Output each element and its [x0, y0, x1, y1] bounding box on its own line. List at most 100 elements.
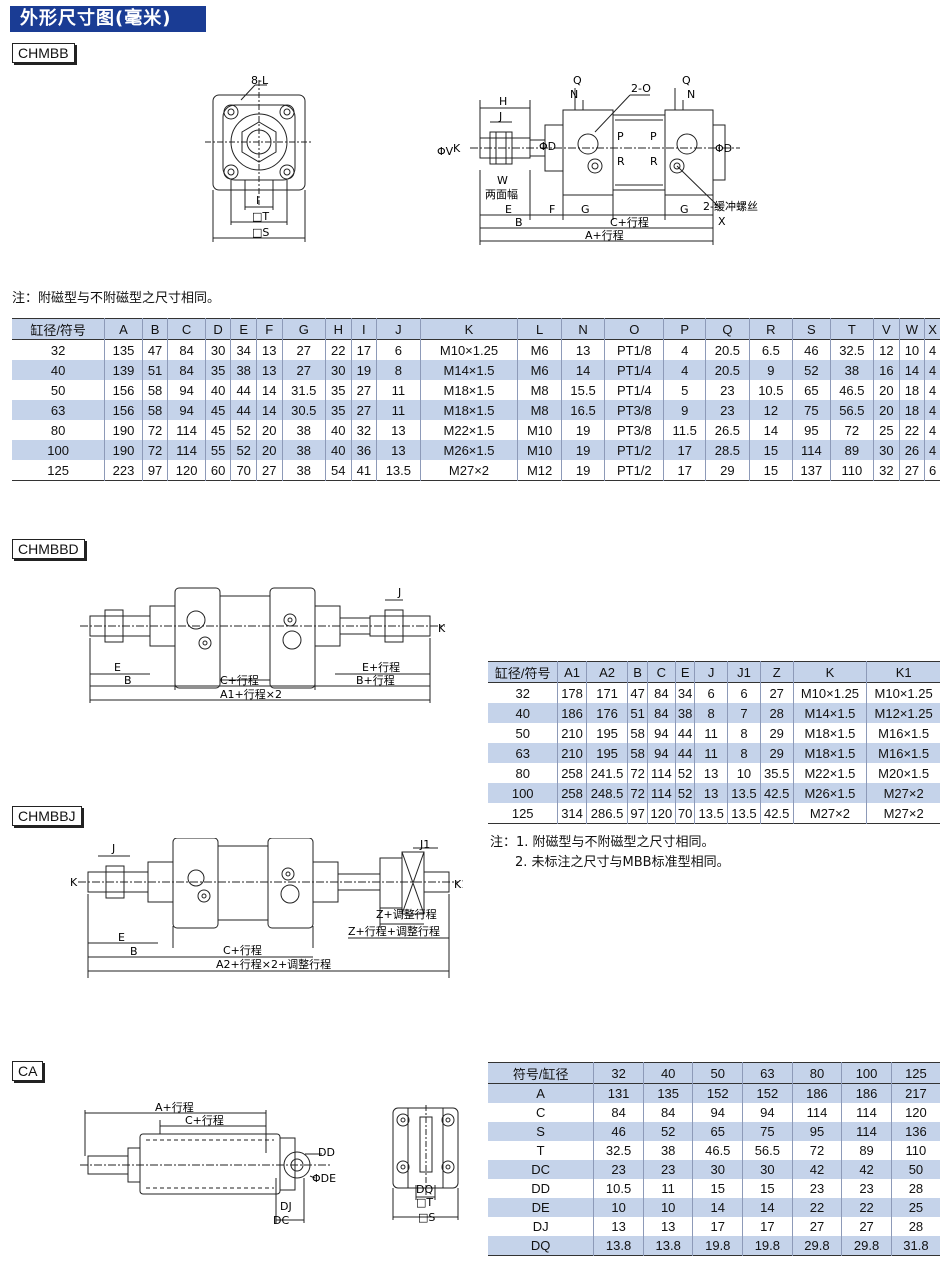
table-cell: 120: [167, 460, 206, 481]
table-cell: M14×1.5: [792, 703, 867, 723]
table-cell: DJ: [532, 1219, 549, 1234]
table-cell: PT1/4: [604, 360, 664, 380]
label-r1: R: [617, 155, 625, 168]
table-cell: 11: [376, 380, 421, 400]
table-cell: 32.5: [593, 1141, 644, 1160]
label-n2: N: [687, 88, 695, 101]
table-cell: 32: [350, 420, 377, 440]
section1-note: 注：附磁型与不附磁型之尺寸相同。: [12, 291, 221, 306]
column-header: 40: [642, 1062, 693, 1084]
column-header: 80: [791, 1062, 842, 1084]
table-cell: M12×1.25: [866, 703, 940, 723]
table-cell: 27: [281, 360, 326, 380]
section-label-ca: CA: [12, 1061, 44, 1081]
table-cell: 10: [642, 1198, 693, 1217]
table-cell: 8: [727, 723, 761, 743]
label-k: K: [70, 876, 78, 889]
table-cell: 40: [204, 380, 231, 400]
table-cell: 19.8: [742, 1236, 793, 1256]
table-cell: 19: [560, 420, 605, 440]
column-header: K1: [866, 661, 940, 683]
column-header: 100: [841, 1062, 892, 1084]
table-cell: 190: [104, 440, 143, 460]
table-cell: 27: [350, 400, 377, 420]
table-cell: 31.5: [281, 380, 326, 400]
column-header: B: [627, 661, 648, 683]
label-cushion: 2-缓冲螺丝: [703, 199, 758, 213]
table-cell: 46.5: [692, 1141, 743, 1160]
table-cell: 89: [841, 1141, 892, 1160]
table-cell: 94: [167, 400, 206, 420]
table-cell: 22: [898, 420, 925, 440]
section-label-chmbbj: CHMBBJ: [12, 806, 82, 826]
table-cell: 65: [792, 380, 831, 400]
table-cell: 30: [873, 440, 900, 460]
table-cell: 137: [792, 460, 831, 481]
table-cell: M20×1.5: [866, 763, 940, 783]
label-j: J: [498, 110, 502, 123]
table-cell: 114: [167, 440, 206, 460]
table-cell: 125: [511, 805, 534, 821]
column-header: V: [873, 318, 900, 340]
table-cell: 56.5: [742, 1141, 793, 1160]
column-header: K: [419, 318, 518, 340]
table-cell: M27×2: [419, 460, 518, 481]
table-cell: 58: [627, 743, 648, 763]
table-cell: 13: [255, 339, 283, 360]
table-cell: 241.5: [585, 763, 628, 783]
table-cell: 41: [350, 460, 377, 481]
table-cell: 29.8: [841, 1236, 892, 1256]
table-cell: 100: [511, 785, 534, 801]
table-cell: 54: [325, 460, 352, 481]
table-cell: 16: [873, 360, 900, 380]
label-n1: N: [570, 88, 578, 101]
label-p1: P: [617, 130, 624, 143]
table-cell: 13.5: [376, 460, 421, 481]
table-cell: 44: [230, 380, 257, 400]
table-cell: DC: [531, 1162, 551, 1177]
column-header: X: [924, 318, 940, 340]
column-header: G: [281, 318, 326, 340]
label-c: C+行程: [185, 1114, 224, 1127]
table-cell: 84: [593, 1103, 644, 1122]
label-o: 2-O: [631, 82, 651, 95]
table-cell: 4: [924, 440, 940, 460]
table-cell: 152: [742, 1083, 793, 1103]
table-cell: 56.5: [829, 400, 874, 420]
table-cell: 35: [204, 360, 231, 380]
table-cell: 55: [204, 440, 231, 460]
table-cell: PT1/4: [604, 380, 664, 400]
table-cell: 139: [104, 360, 143, 380]
column-header: 缸径/符号: [30, 322, 86, 338]
table-cell: DD: [531, 1181, 551, 1196]
table-cell: M16×1.5: [866, 723, 940, 743]
table-cell: M18×1.5: [792, 723, 867, 743]
table-cell: 15: [742, 1179, 793, 1198]
column-header: P: [663, 318, 706, 340]
table-cell: 27: [281, 339, 326, 360]
table-cell: 6: [727, 682, 761, 703]
table-cell: 27: [350, 380, 377, 400]
table-cell: 100: [47, 442, 69, 458]
table-cell: 11.5: [663, 420, 706, 440]
label-e: E: [114, 661, 121, 674]
table-cell: 19: [350, 360, 377, 380]
table-cell: 50: [515, 725, 530, 741]
label-b: B: [130, 945, 138, 958]
table-cell: 47: [627, 682, 648, 703]
table-cell: 38: [675, 703, 695, 723]
table-cell: M14×1.5: [419, 360, 518, 380]
column-header: 符号/缸径: [512, 1066, 569, 1082]
table-cell: 17: [663, 440, 706, 460]
table-cell: 11: [694, 723, 728, 743]
table-cell: 75: [792, 400, 831, 420]
table-cell: 13: [694, 763, 728, 783]
table-cell: 5: [663, 380, 706, 400]
